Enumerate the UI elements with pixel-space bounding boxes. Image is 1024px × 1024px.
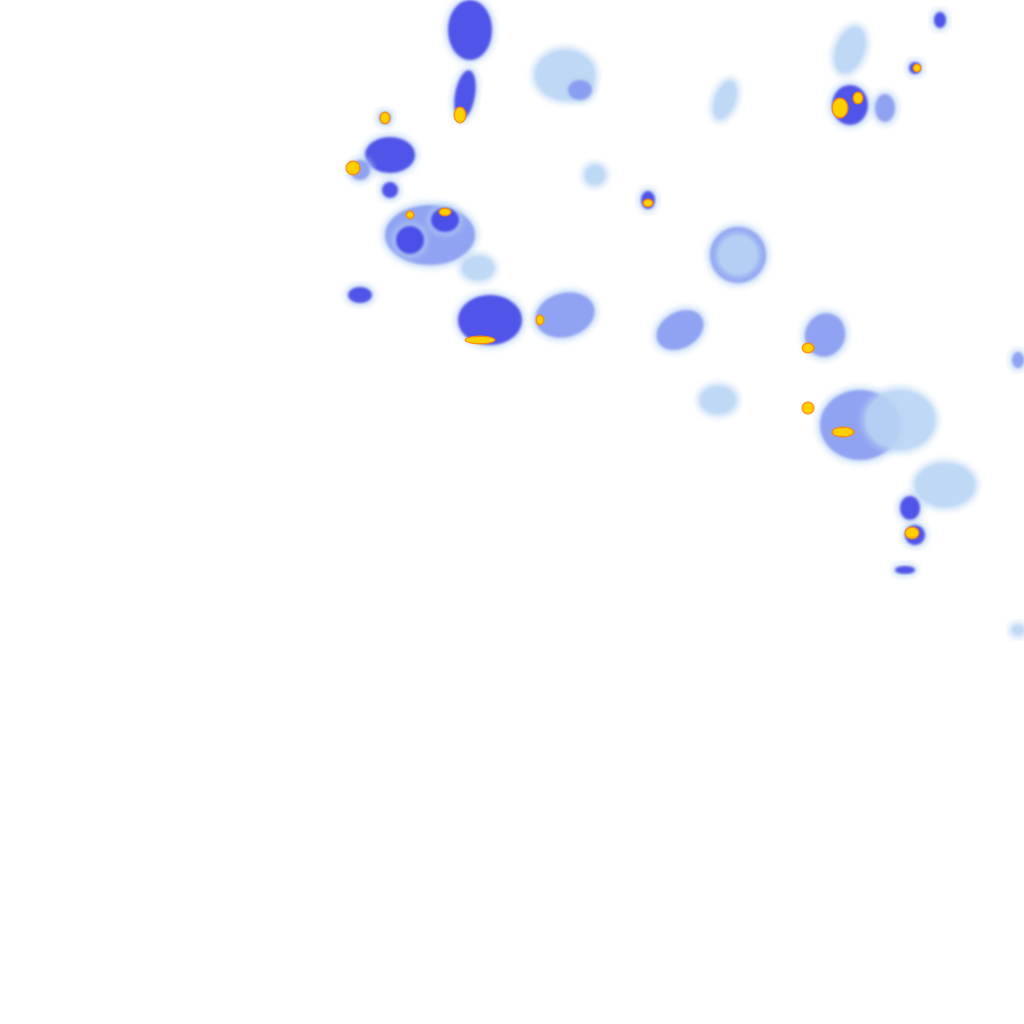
cell-body [568,80,592,100]
cell-body [865,390,935,450]
cell-body [458,295,522,345]
cell-body [1012,625,1024,635]
cell-body [1012,352,1024,368]
cell-body [713,80,737,120]
cell-body [875,94,895,122]
cell-body [431,208,459,232]
cell-body [895,566,915,574]
cell-body [834,26,866,74]
cell-body [934,12,946,28]
peak-spot [803,403,813,413]
cell-body [535,292,595,338]
cell-body [804,313,846,357]
cell-body [915,463,975,507]
peak-spot [455,108,465,122]
cell-body [448,0,492,60]
cell-body [656,310,704,350]
peak-spot [466,337,494,343]
peak-spot [381,113,389,123]
peak-spot [803,344,813,352]
cell-body [700,386,736,414]
cell-body [585,165,605,185]
peak-spot [537,316,543,324]
cell-body [900,496,920,520]
peak-spot [833,428,853,436]
cell-body [382,182,398,198]
peak-spot [914,65,920,71]
cell-body [462,256,494,280]
peak-spot [440,209,450,215]
peak-spot [906,528,918,538]
cell-body [396,226,424,254]
cell-body [718,234,758,275]
peak-spot [407,212,413,218]
peak-spot [854,93,862,103]
cell-body [365,137,415,173]
peak-spot [644,200,652,206]
peak-spot [833,99,847,117]
cell-body [348,287,372,303]
peak-spot [347,162,359,174]
